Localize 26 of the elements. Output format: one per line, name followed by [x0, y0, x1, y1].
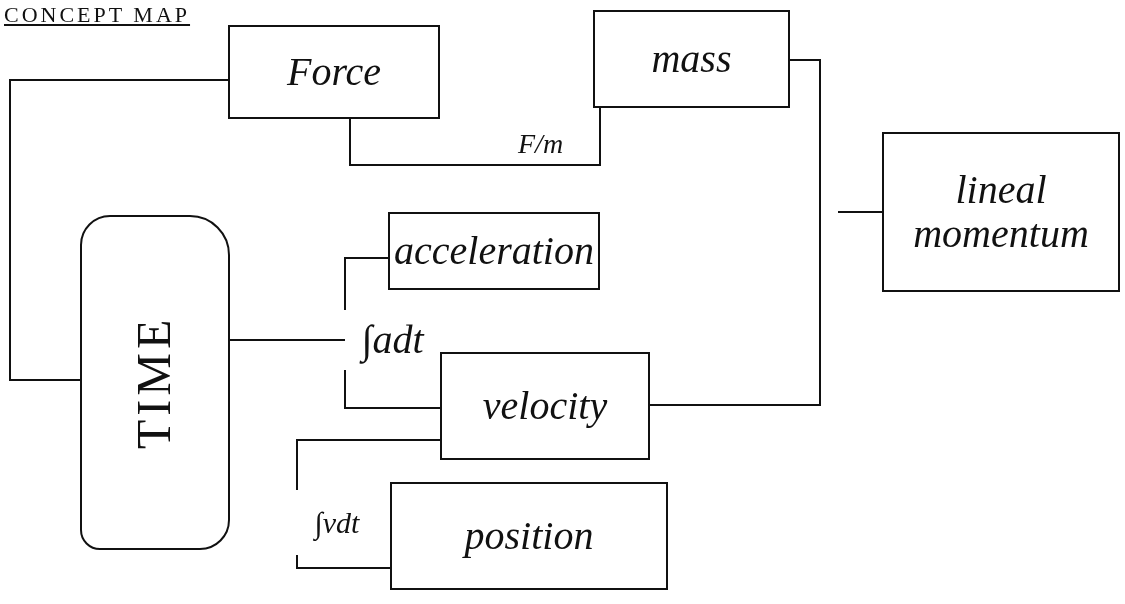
concept-box: [228, 25, 440, 119]
rounded-box: [80, 215, 230, 550]
concept-box: [390, 482, 668, 590]
connector-line: [296, 554, 391, 569]
concept-box: [440, 352, 650, 460]
integral-label: ∫vdt: [314, 506, 360, 539]
connector-line: [344, 369, 441, 409]
concept-label: TIME: [128, 315, 182, 450]
connector-line: [229, 339, 346, 341]
concept-box: [593, 10, 790, 108]
concept-box: [882, 132, 1120, 292]
concept-label: position: [464, 514, 594, 558]
connector-line: [9, 79, 229, 381]
concept-label: mass: [651, 37, 732, 81]
connector-line: [344, 257, 389, 311]
connector-line: [837, 211, 883, 213]
concept-box: [388, 212, 600, 290]
concept-label: lineal momentum: [912, 168, 1090, 256]
integral-label: ∫adt: [361, 318, 424, 362]
concept-label: Force: [287, 50, 381, 94]
connector-line: [649, 59, 821, 406]
connector-line: [349, 107, 601, 166]
connector-line: [296, 439, 441, 491]
title: CONCEPT MAP: [4, 2, 191, 28]
concept-label: velocity: [482, 384, 608, 428]
concept-label: acceleration: [394, 229, 594, 273]
